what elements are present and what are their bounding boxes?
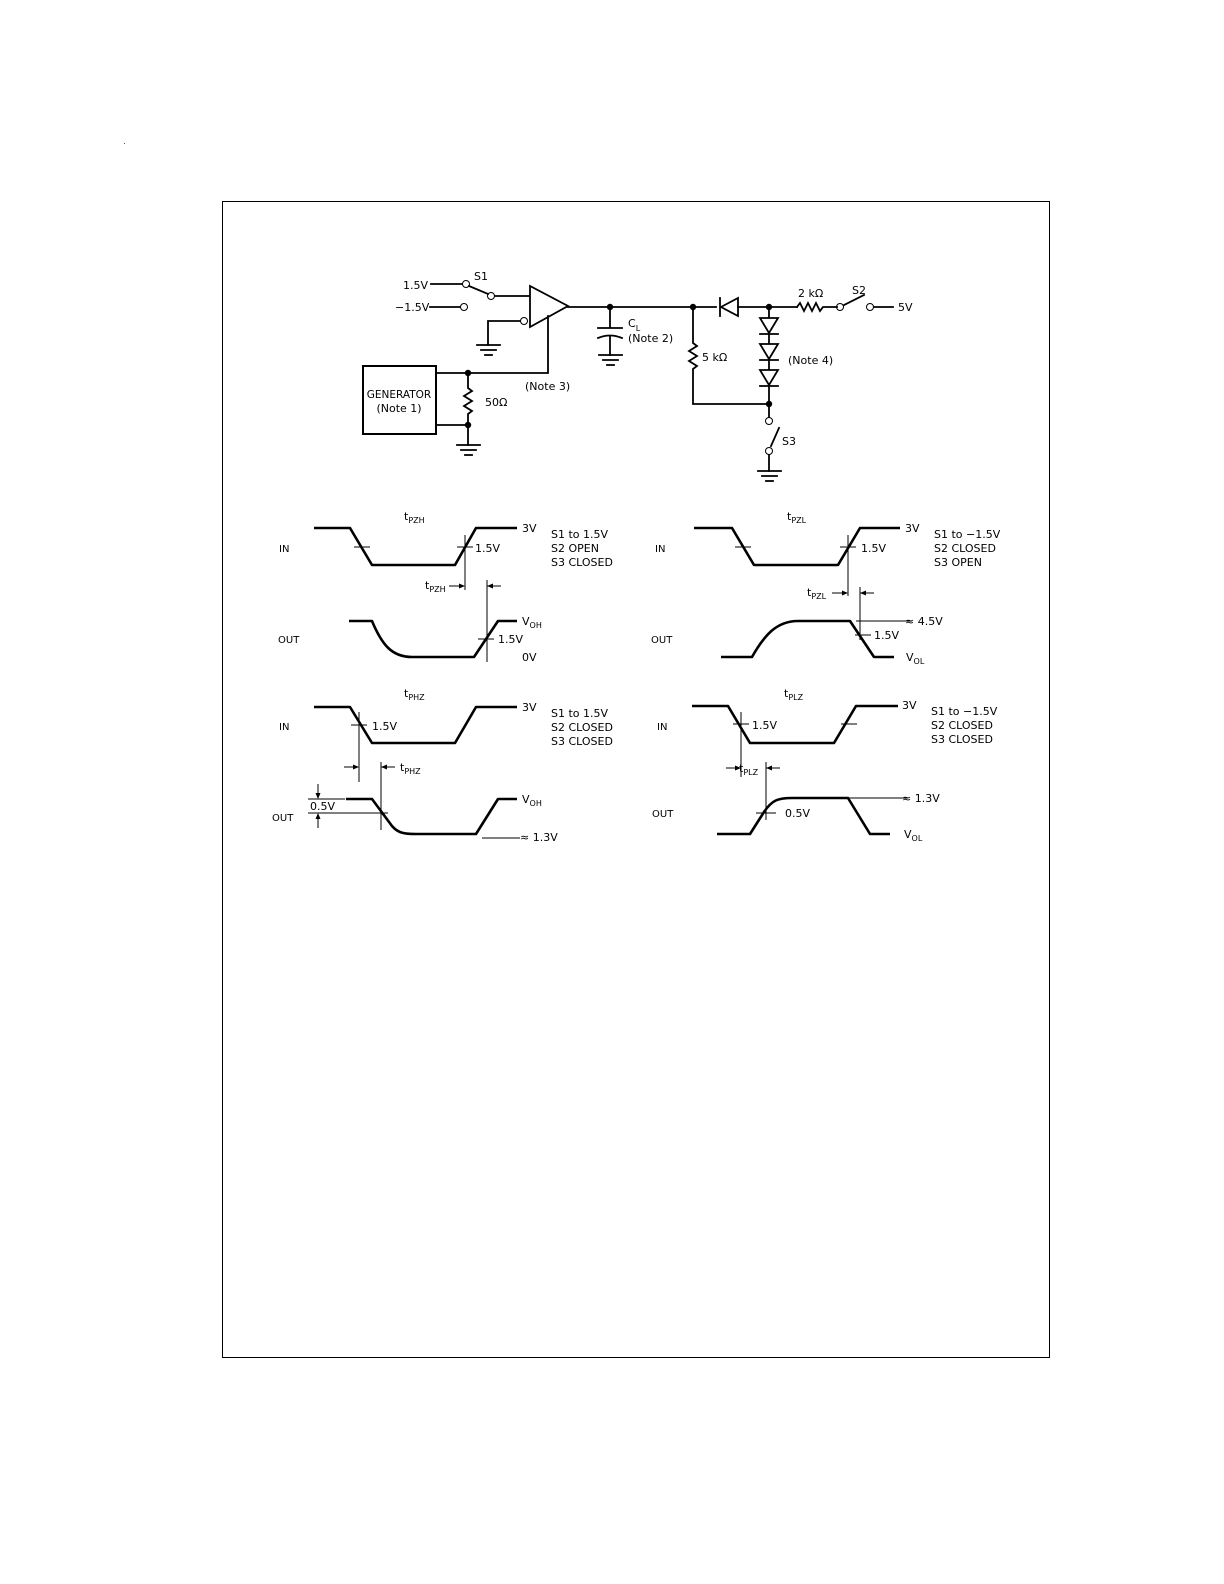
- vcc-label: 5V: [898, 301, 913, 314]
- level-3v: 3V: [905, 522, 920, 535]
- ground-icon: [456, 444, 481, 456]
- r50-label: 50Ω: [485, 396, 507, 409]
- panel-title: tPHZ: [404, 687, 425, 702]
- ground-icon: [598, 354, 623, 366]
- diode-series: [719, 296, 739, 318]
- vol-label: VOL: [904, 828, 923, 843]
- delay-label: tPZH: [425, 579, 446, 594]
- generator-box: [362, 365, 437, 435]
- note2-label: (Note 2): [628, 332, 673, 345]
- delay-label: tPHZ: [400, 761, 421, 776]
- switch-s3-blade: [769, 426, 781, 448]
- cond-s3: S3 CLOSED: [931, 733, 993, 746]
- diode-string: [758, 317, 780, 387]
- cond-s2: S2 CLOSED: [934, 542, 996, 555]
- cond-s1: S1 to 1.5V: [551, 528, 609, 541]
- switch-s1-label: S1: [474, 270, 488, 283]
- panel-title: tPZL: [787, 510, 807, 525]
- switch-s1-blade: [467, 284, 490, 296]
- r5k-label: 5 kΩ: [702, 351, 727, 364]
- in-label: IN: [657, 722, 667, 733]
- page-speck: [124, 143, 125, 144]
- r2k-label: 2 kΩ: [798, 287, 823, 300]
- out-waveform: [717, 796, 890, 836]
- level-1-3v: ≈ 1.3V: [520, 831, 558, 844]
- note4-label: (Note 4): [788, 354, 833, 367]
- cond-s1: S1 to −1.5V: [934, 528, 1001, 541]
- delay-label: tPZL: [807, 586, 827, 601]
- in-label: IN: [279, 544, 289, 555]
- level-1-5v-out: 1.5V: [874, 629, 899, 642]
- switch-s2-blade: [842, 293, 866, 307]
- cond-s1: S1 to 1.5V: [551, 707, 609, 720]
- level-1-5v-out: 1.5V: [498, 633, 523, 646]
- out-waveform: [346, 797, 517, 836]
- cond-s3: S3 CLOSED: [551, 556, 613, 569]
- waveform-panel-tplz: tPLZ IN 3V 1.5V S1 to −1.5V S2 CLOSED S3…: [652, 687, 998, 843]
- in-waveform: [694, 526, 900, 567]
- level-1-5v-in: 1.5V: [372, 720, 397, 733]
- waveform-panel-tpzl: tPZL IN 3V 1.5V S1 to −1.5V S2 CLOSED S3…: [651, 510, 1001, 666]
- level-1-3v: ≈ 1.3V: [902, 792, 940, 805]
- resistor-2k: [795, 300, 838, 314]
- level-0v: 0V: [522, 651, 537, 664]
- resistor-5k: [687, 306, 770, 405]
- level-3v: 3V: [902, 699, 917, 712]
- level-3v: 3V: [522, 522, 537, 535]
- cond-s2: S2 OPEN: [551, 542, 599, 555]
- out-label: OUT: [278, 635, 300, 646]
- cond-s2: S2 CLOSED: [931, 719, 993, 732]
- cond-s3: S3 OPEN: [934, 556, 982, 569]
- switch-s2-label: S2: [852, 284, 866, 297]
- waveform-panel-tphz: tPHZ IN 3V 1.5V S1 to 1.5V S2 CLOSED S3 …: [272, 687, 613, 844]
- level-1-5v-in: 1.5V: [752, 719, 777, 732]
- voh-label: VOH: [522, 615, 542, 630]
- cond-s1: S1 to −1.5V: [931, 705, 998, 718]
- in-waveform: [314, 705, 517, 745]
- in-waveform: [692, 704, 898, 745]
- voh-label: VOH: [522, 793, 542, 808]
- out-label: OUT: [652, 809, 674, 820]
- panel-title: tPLZ: [784, 687, 804, 702]
- out-label: OUT: [272, 813, 294, 824]
- buffer-under-test: [529, 284, 570, 329]
- in-label: IN: [279, 722, 289, 733]
- in-label: IN: [655, 544, 665, 555]
- level-0-5v: 0.5V: [785, 807, 810, 820]
- panel-title: tPZH: [404, 510, 425, 525]
- ground-icon: [757, 470, 782, 482]
- out-waveform: [349, 619, 517, 659]
- level-4-5v: ≈ 4.5V: [905, 615, 943, 628]
- in-waveform: [314, 526, 517, 567]
- supply-neg-label: −1.5V: [395, 301, 430, 314]
- test-circuit: 1.5V −1.5V S1 (Note 3) GENERATOR (Note 1…: [362, 270, 913, 482]
- ground-icon: [476, 344, 501, 356]
- level-3v: 3V: [522, 701, 537, 714]
- level-1-5v-in: 1.5V: [475, 542, 500, 555]
- figure-frame: [222, 201, 1050, 1358]
- cond-s3: S3 CLOSED: [551, 735, 613, 748]
- cond-s2: S2 CLOSED: [551, 721, 613, 734]
- waveform-panel-tpzh: tPZH IN 3V 1.5V S1 to 1.5V S2 OPEN S3 CL…: [278, 510, 613, 664]
- cl-label: CL: [628, 317, 641, 333]
- supply-pos-label: 1.5V: [403, 279, 428, 292]
- out-waveform: [721, 619, 894, 659]
- level-0-5v: 0.5V: [310, 800, 335, 813]
- generator-label: GENERATOR: [367, 389, 431, 401]
- level-1-5v-in: 1.5V: [861, 542, 886, 555]
- out-label: OUT: [651, 635, 673, 646]
- resistor-50ohm: [462, 372, 474, 426]
- delay-label: tPLZ: [739, 762, 759, 777]
- switch-s3-label: S3: [782, 435, 796, 448]
- generator-note: (Note 1): [376, 402, 421, 415]
- note3-label: (Note 3): [525, 380, 570, 393]
- vol-label: VOL: [906, 651, 925, 666]
